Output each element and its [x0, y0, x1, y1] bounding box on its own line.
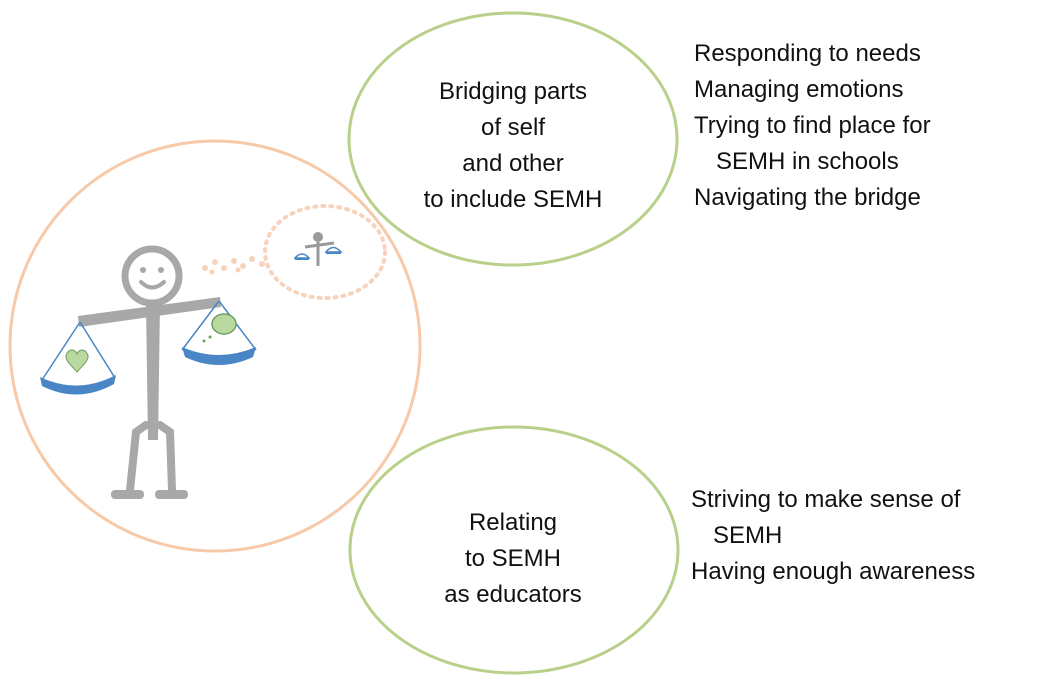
heart-icon [65, 349, 89, 373]
subthemes-bottom-list: Striving to make sense of SEMH Having en… [691, 482, 975, 590]
theme-top-label: Bridging parts of self and other to incl… [420, 74, 606, 218]
brain-icon [211, 313, 237, 335]
theme-top-line: and other [462, 150, 564, 177]
theme-circle-bottom-outline [348, 425, 680, 675]
small-scale-icon [293, 232, 343, 266]
subthemes-top-list: Responding to needs Managing emotions Tr… [694, 36, 931, 216]
subtheme-item: Managing emotions [694, 76, 904, 103]
left-scale-pan [40, 321, 116, 395]
theme-bottom-line: to SEMH [464, 545, 562, 572]
theme-bottom-label: Relating to SEMH as educators [420, 505, 606, 613]
theme-bottom-line: as educators [444, 581, 582, 608]
large-circle [8, 139, 422, 553]
subtheme-item: Having enough awareness [691, 558, 976, 585]
theme-top-line: of self [480, 114, 546, 141]
theme-top-line: Bridging parts [438, 78, 588, 105]
right-scale-pan [181, 300, 257, 365]
subtheme-item: SEMH [713, 522, 783, 549]
theme-circle-top-outline [347, 11, 679, 267]
subtheme-item: Responding to needs [694, 40, 921, 67]
stick-figure [78, 245, 221, 499]
theme-top-line: to include SEMH [423, 186, 603, 213]
subtheme-item: SEMH in schools [716, 148, 899, 175]
theme-bottom-line: Relating [468, 509, 558, 536]
thought-bubble [202, 204, 387, 300]
subtheme-item: Navigating the bridge [694, 184, 921, 211]
subtheme-item: Trying to find place for [694, 112, 931, 139]
subtheme-item: Striving to make sense of [691, 486, 961, 513]
